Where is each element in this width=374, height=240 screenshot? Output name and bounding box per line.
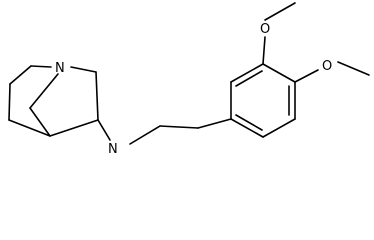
bond-c3-c-bridgehead (49, 119, 99, 137)
methoxy-oxygen-right-label: O (322, 59, 332, 74)
bond-c-right-c3 (95, 71, 99, 121)
ring-double-bond-a (235, 70, 263, 87)
bond-nh-ch2 (129, 125, 161, 145)
bond-ch2-ch2 (159, 125, 199, 129)
ethylamine-linker (97, 118, 232, 145)
ring-bond-3 (262, 63, 296, 83)
bond-c3-nh (97, 119, 111, 141)
structure-canvas: N N O O (8, 2, 370, 157)
bond-n-c-top-left (30, 65, 52, 68)
bond-o-top-ch3 (264, 2, 296, 21)
benzene-ring (230, 63, 296, 138)
ring-bond-2 (230, 63, 264, 83)
amine-nitrogen-label: N (108, 142, 118, 157)
quinuclidine-cage (8, 65, 99, 137)
bond-c-mid-c-bridgehead (29, 107, 51, 137)
quinuclidine-nitrogen-label: N (55, 61, 65, 76)
bond-o-right-ch3 (337, 61, 370, 76)
bond-ring-o-top (262, 36, 266, 65)
ring-double-bond-c (235, 114, 263, 131)
ring-bond-5 (262, 118, 296, 138)
bond-c-bottom-left-c-bridgehead (8, 119, 51, 137)
methoxy-oxygen-top-label: O (260, 22, 270, 37)
methoxy-groups (262, 2, 370, 83)
bond-c-top-left-c-left (9, 65, 32, 85)
ring-bond-6 (230, 118, 264, 138)
molecule-structure: N N O O (8, 2, 370, 157)
bond-ch2-aryl (197, 118, 232, 129)
bond-n-c-mid (29, 73, 59, 109)
bond-ring-o-right (294, 69, 319, 83)
bond-c-left-c-bottom-left (8, 83, 11, 121)
bond-n-c-right (70, 66, 97, 73)
